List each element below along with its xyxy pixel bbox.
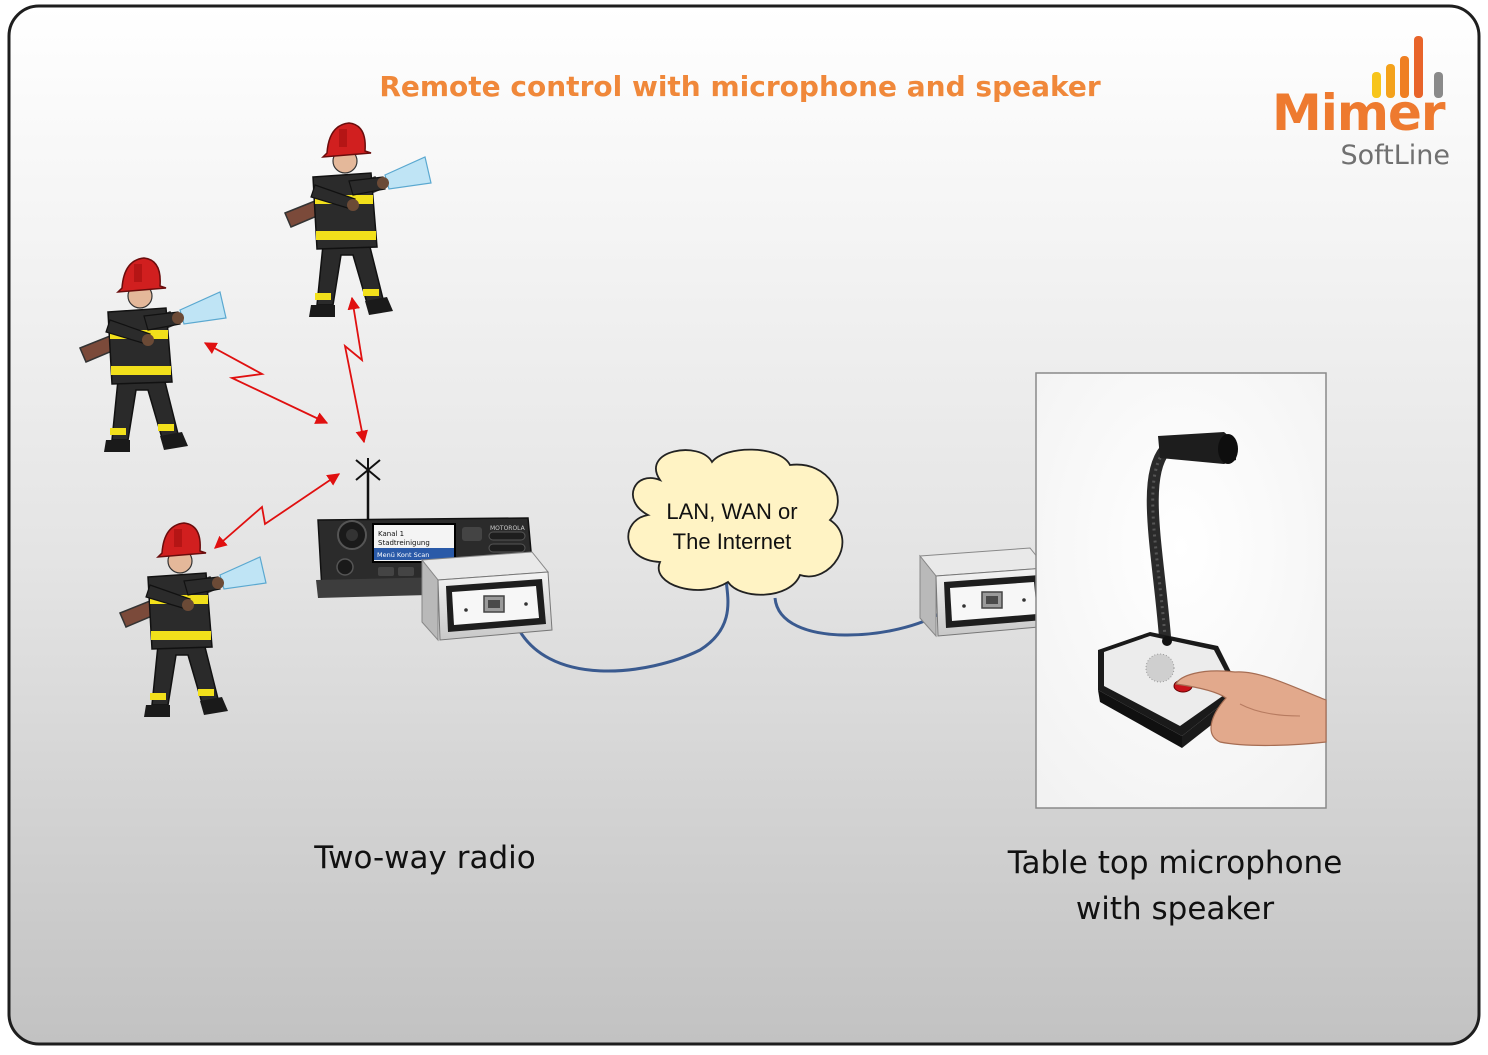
logo-brand: Mimer <box>1272 84 1446 142</box>
radio-screen-softkeys: Menü Kont Scan <box>377 551 429 559</box>
microphone-label-line1: Table top microphone <box>1007 845 1343 881</box>
antenna-icon <box>355 458 381 520</box>
mimer-logo-bars <box>1372 36 1443 98</box>
radio-link-2 <box>343 296 368 444</box>
radio-link-1 <box>203 342 329 424</box>
radio-brand: MOTOROLA <box>490 525 526 532</box>
microphone-label-line2: with speaker <box>1075 891 1275 927</box>
network-cloud <box>627 448 844 596</box>
radio-screen-line1: Kanal 1 <box>378 530 404 538</box>
table-microphone-icon <box>1035 372 1327 809</box>
cloud-label-line1: LAN, WAN or <box>666 499 798 524</box>
finger-icon <box>1175 670 1327 747</box>
cable-left <box>513 574 730 673</box>
radio-screen-line2: Stadtreinigung <box>378 539 430 547</box>
microphone-label: Table top microphone with speaker <box>975 840 1375 932</box>
network-adapter-icon-mic <box>919 547 1051 637</box>
radio-link-3 <box>214 473 341 549</box>
logo-subtitle: SoftLine <box>1340 140 1450 171</box>
page-title: Remote control with microphone and speak… <box>379 70 1101 103</box>
cloud-label: LAN, WAN or The Internet <box>640 497 824 557</box>
two-way-radio-label: Two-way radio <box>314 840 536 876</box>
network-adapter-icon-radio <box>421 551 553 641</box>
cloud-label-line2: The Internet <box>672 529 792 554</box>
